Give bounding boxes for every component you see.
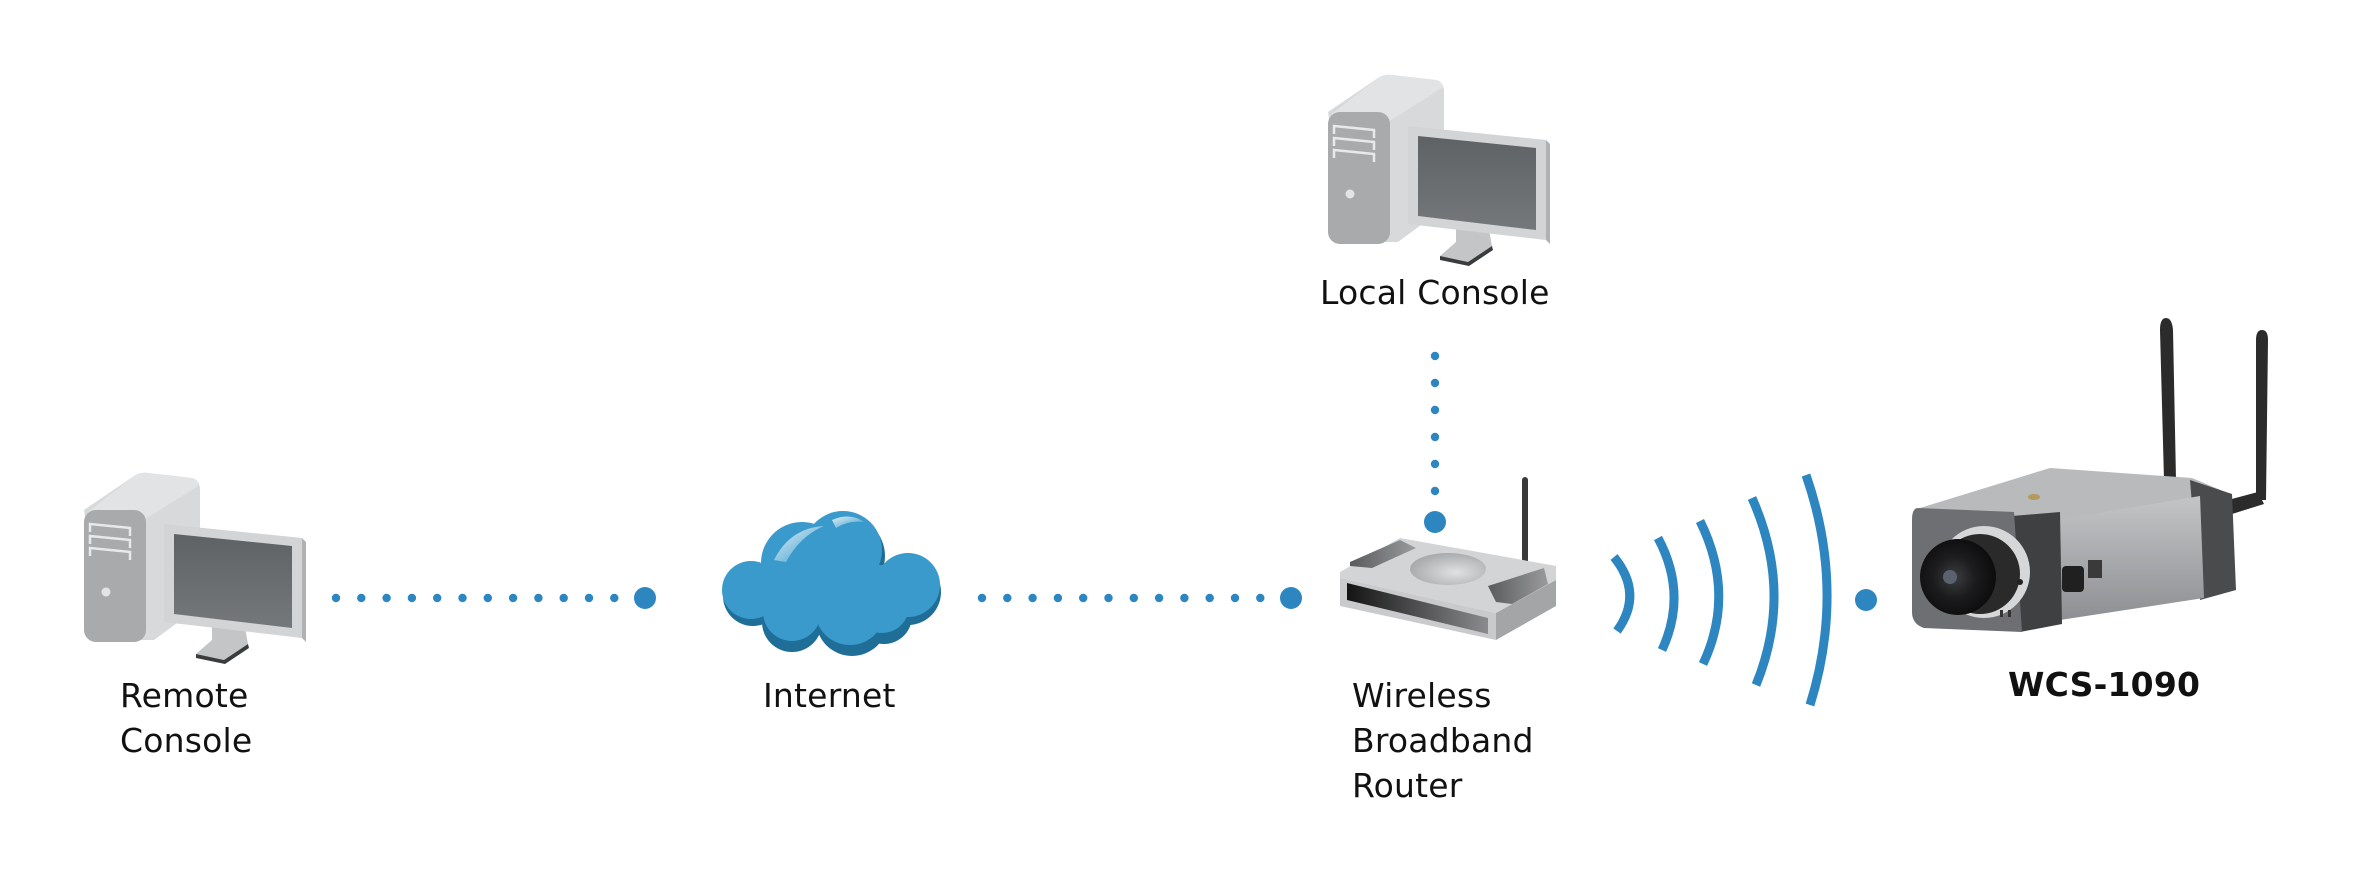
remote-console-label-line-1: Remote	[120, 676, 249, 715]
link-dot	[584, 593, 594, 603]
link-dot	[1180, 593, 1189, 603]
link-dot	[382, 593, 391, 603]
link-remote-to-internet	[331, 587, 656, 609]
link-dot	[559, 593, 568, 603]
link-dot	[508, 593, 518, 603]
link-endpoint-dot	[1855, 589, 1877, 611]
link-dot	[1430, 486, 1440, 496]
link-dot	[1205, 593, 1214, 603]
cloud-icon	[722, 511, 941, 656]
wireless-router-icon	[1340, 477, 1556, 640]
remote-console-label-line-2: Console	[120, 721, 253, 760]
link-dot	[1430, 351, 1440, 361]
local-console-icon	[1326, 73, 1552, 268]
internet-label: Internet	[763, 673, 896, 718]
wave-1	[1610, 554, 1635, 634]
link-dot	[1028, 593, 1037, 603]
camera-model-label-line-1: WCS-1090	[2008, 665, 2201, 704]
remote-console-icon	[82, 471, 308, 666]
link-endpoint-dot	[1424, 511, 1446, 533]
link-dot	[357, 593, 366, 603]
internet-label-line-1: Internet	[763, 676, 896, 715]
link-local-to-router	[1424, 351, 1446, 533]
link-dot	[1256, 593, 1265, 603]
router-label-line-1: Wireless	[1352, 676, 1492, 715]
link-dot	[1430, 378, 1440, 388]
link-dot	[534, 593, 543, 603]
wave-3	[1695, 519, 1724, 666]
link-internet-to-router	[977, 587, 1302, 609]
link-endpoint-dot	[1280, 587, 1302, 609]
local-console-label-line-1: Local Console	[1320, 273, 1550, 312]
link-dot	[1230, 593, 1240, 603]
link-dot	[458, 593, 467, 603]
link-dot	[1129, 593, 1139, 603]
link-dot	[1430, 432, 1440, 442]
wireless-signal-icon	[1610, 473, 1832, 707]
link-endpoint-dot	[634, 587, 656, 609]
link-dot	[610, 593, 619, 603]
wave-5	[1801, 473, 1832, 707]
link-dot	[1104, 593, 1113, 603]
link-dot	[1053, 593, 1063, 603]
link-dot	[331, 593, 341, 603]
link-dot	[1079, 593, 1088, 603]
link-dot	[433, 593, 442, 603]
link-dot	[407, 593, 417, 603]
wave-2	[1654, 535, 1679, 652]
local-console-label: Local Console	[1320, 270, 1550, 315]
router-label-line-3: Router	[1352, 766, 1463, 805]
router-label: Wireless Broadband Router	[1352, 673, 1534, 808]
camera-model-label: WCS-1090	[2008, 662, 2200, 707]
link-dot	[483, 593, 492, 603]
link-dot	[1003, 593, 1012, 603]
link-dot	[1154, 593, 1164, 603]
router-label-line-2: Broadband	[1352, 721, 1534, 760]
wave-4	[1747, 496, 1779, 687]
ip-camera-icon	[1912, 318, 2268, 632]
link-dot	[1430, 459, 1440, 469]
remote-console-label: Remote Console	[120, 673, 252, 763]
link-dot	[977, 593, 987, 603]
link-dot	[1430, 405, 1440, 415]
